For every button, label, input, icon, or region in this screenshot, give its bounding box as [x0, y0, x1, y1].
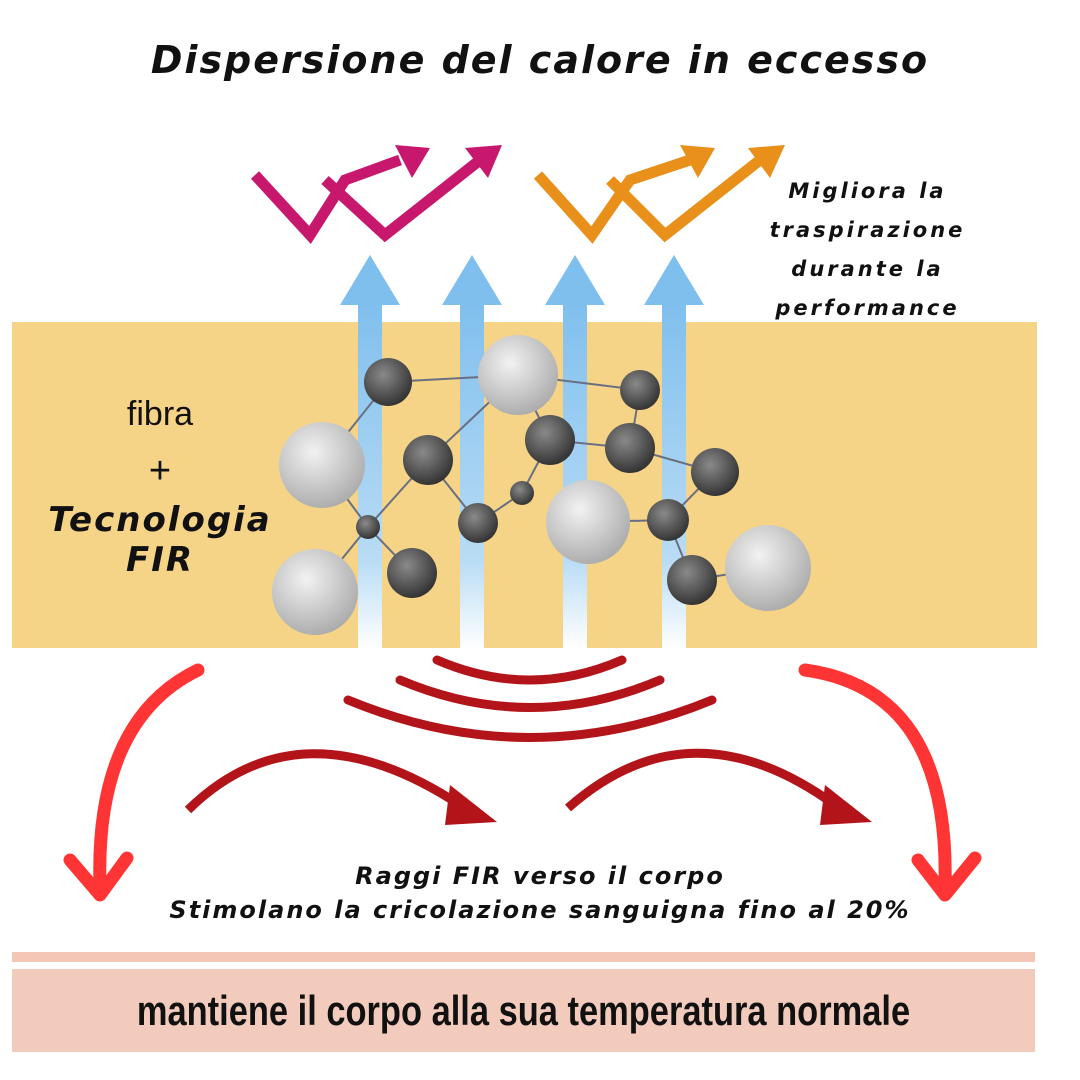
magenta-zigzag-arrow-icon — [250, 145, 502, 245]
body-arrow-right-icon — [798, 663, 982, 902]
plus-sign: + — [148, 450, 172, 492]
fir-technology-label: Tecnologia FIR — [48, 500, 272, 580]
blue-arrow-icon — [545, 255, 605, 648]
note-line: durante la — [791, 257, 944, 281]
rays-caption-line1: Raggi FIR verso il corpo — [355, 862, 725, 890]
note-line: traspirazione — [769, 218, 966, 242]
orange-zigzag-arrow-icon — [533, 145, 785, 244]
molecule-atoms — [272, 335, 811, 635]
blue-arrow-icon — [442, 255, 502, 648]
note-line: Migliora la — [788, 179, 947, 203]
blue-arrow-icon — [340, 255, 400, 648]
curved-arrow-left-icon — [184, 749, 497, 825]
banner-divider — [12, 952, 1035, 962]
bottom-banner-text: mantiene il corpo alla sua temperatura n… — [136, 986, 911, 1034]
diagram-title: Dispersione del calore in eccesso — [150, 38, 930, 82]
rays-caption-line2: Stimolano la cricolazione sanguigna fino… — [169, 896, 911, 924]
bottom-banner: mantiene il corpo alla sua temperatura n… — [12, 969, 1035, 1052]
airflow-arrows — [340, 255, 704, 648]
note-line: performance — [775, 296, 960, 320]
curved-arrow-right-icon — [565, 748, 872, 825]
body-arrow-left-icon — [63, 663, 205, 902]
breathability-note: Migliora la traspirazione durante la per… — [760, 172, 975, 328]
fiber-label: fibra — [126, 395, 194, 433]
fir-waves-icon — [343, 655, 717, 742]
